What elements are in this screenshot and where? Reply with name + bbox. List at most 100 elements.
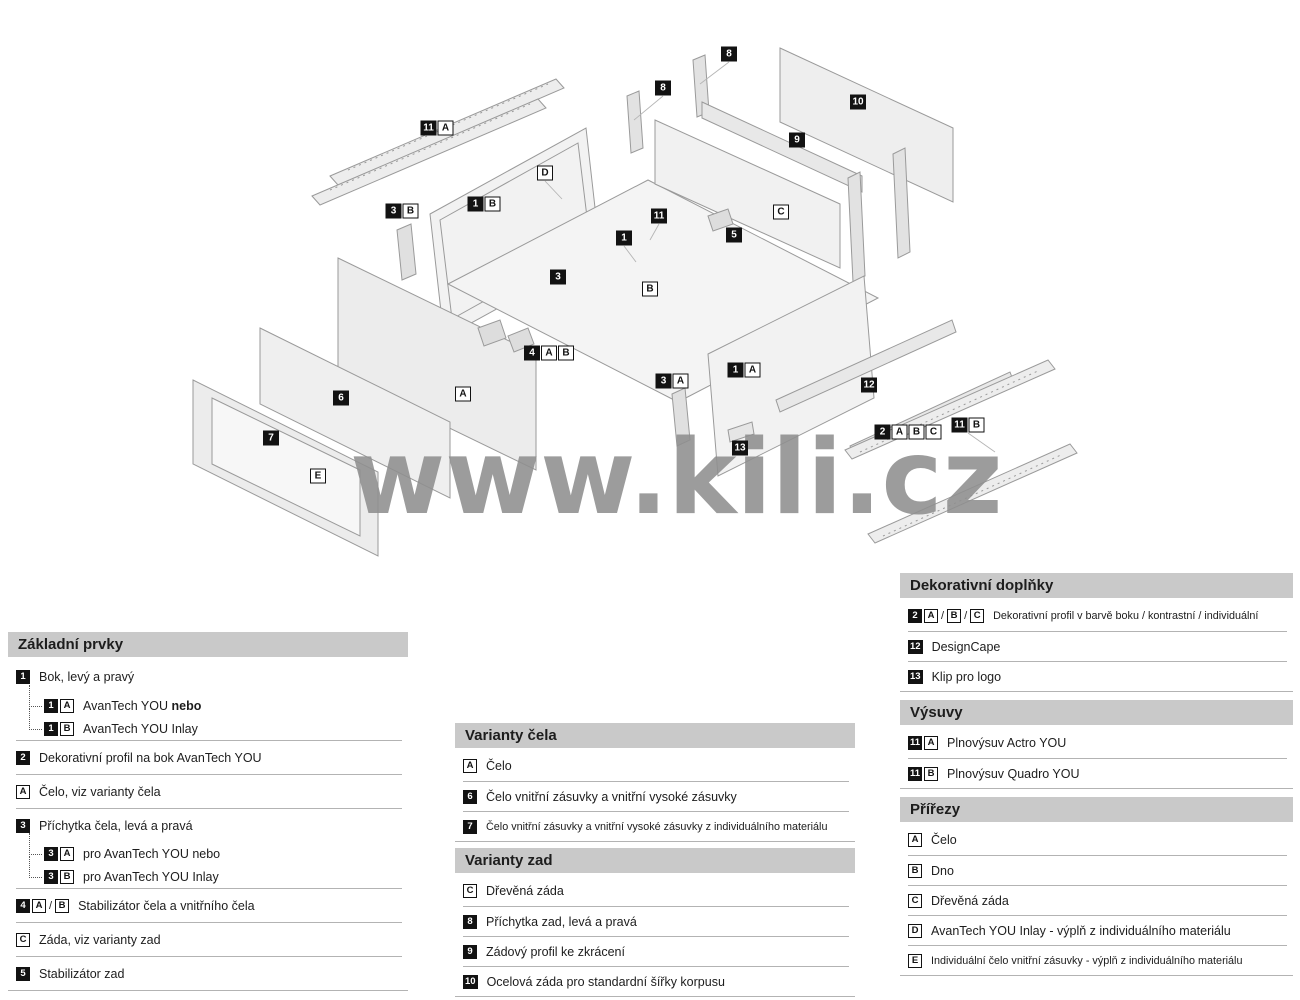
diagram-label: B [642,281,658,297]
number-badge: 7 [263,430,279,446]
letter-badge: D [537,165,553,181]
letter-badge: B [968,417,985,433]
row-label: AvanTech YOU Inlay [83,721,198,736]
row-badges: 1 [16,670,30,684]
letter-badge: A [672,373,689,389]
row-label: Příchytka čela, levá a pravá [39,818,193,833]
letter-badge: A [60,698,74,713]
number-badge: 3 [44,869,58,884]
letter-badge: A [924,736,939,750]
panel-title-dekorativni-doplnky: Dekorativní doplňky [900,573,1293,598]
diagram-label: 10 [850,94,866,110]
letter-badge: A [908,833,922,847]
diagram-label: 3 [550,269,566,285]
letter-badge: B [402,203,419,219]
letter-badge: B [60,869,74,884]
row-badges: 7 [463,819,477,834]
row-label: Čelo [486,759,512,773]
row-label: Dno [931,863,954,878]
number-badge: 12 [861,377,877,393]
letter-badge: B [558,345,574,361]
number-badge: 1 [16,670,30,684]
letter-badge: A [744,362,761,378]
row-badges: E [908,953,922,968]
letter-badge: E [310,468,326,484]
number-badge: 3 [16,818,30,833]
back-profile [701,101,863,193]
letter-badge: B [908,863,922,878]
row-badges: 3 [16,818,30,833]
row-label: Dřevěná záda [486,884,564,898]
number-badge: 2 [908,609,922,623]
letter-badge: B [947,609,962,623]
diagram-label: A [455,386,471,402]
row-badges: 9 [463,944,477,959]
bracket-right-upper [892,147,911,259]
row-label: Bok, levý a pravý [39,670,135,684]
letter-badge: A [924,609,938,623]
letter-badge: B [908,424,925,440]
legend-row: 1 Bok, levý a pravý [16,660,402,694]
diagram-label: 8 [655,80,671,96]
front-clip-3b [396,223,417,281]
letter-badge: A [455,386,471,402]
number-badge: 1 [44,698,58,713]
row-label: Plnovýsuv Quadro YOU [947,766,1080,781]
diagram-label: 13 [732,440,748,456]
diagram-label: E [310,468,326,484]
row-label: AvanTech YOU nebo [83,698,202,713]
front-panel-7-inner [211,397,361,537]
letter-badge: A [891,424,908,440]
letter-badge: C [925,424,942,440]
row-label: Dekorativní profil v barvě boku / kontra… [993,610,1259,622]
number-badge: 2 [16,750,30,765]
row-badges: B [908,863,922,878]
front-panel-6 [259,327,451,499]
row-badges: 13 [908,669,923,684]
letter-badge: A [60,846,74,861]
legend-row: E Individuální čelo vnitřní zásuvky - výp… [908,945,1287,975]
row-label: Čelo vnitřní zásuvky a vnitřní vysoké zá… [486,789,737,804]
row-badges: 5 [16,966,30,981]
leader-lines [544,61,996,453]
number-badge: 9 [463,944,477,959]
number-badge: 2 [874,424,891,440]
legend-row: 8 Příchytka zad, levá a pravá [463,906,849,936]
row-label: Individuální čelo vnitřní zásuvky - výpl… [931,954,1243,967]
row-badges: A [16,784,30,799]
number-badge: 8 [463,914,477,929]
row-label: Plnovýsuv Actro YOU [947,736,1067,750]
letter-badge: A [32,898,46,913]
row-label: Příchytka zad, levá a pravá [486,914,637,929]
diagram-label: 1 [616,230,632,246]
badge-separator: / [49,899,53,912]
badge-separator: / [941,610,945,622]
row-label: Dřevěná záda [931,893,1009,908]
wooden-back-panel [654,119,841,269]
number-badge: 5 [726,227,742,243]
